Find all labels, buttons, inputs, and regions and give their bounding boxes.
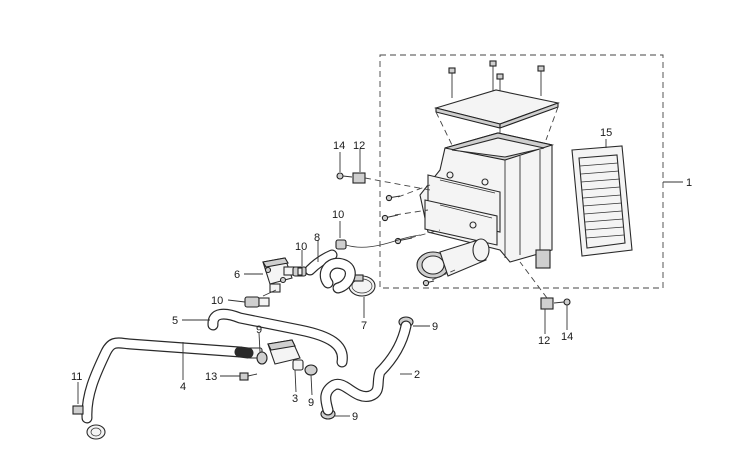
hose-clip-lower (304, 364, 318, 376)
screw-upper (336, 172, 353, 180)
assembly-boundary (379, 54, 664, 289)
clip-nut-upper (352, 172, 431, 191)
callout-15: 15 (600, 127, 612, 139)
callout-5: 5 (172, 315, 178, 327)
mount-bolt (239, 372, 258, 381)
callout-10-lower: 10 (211, 295, 223, 307)
callout-14-upper: 14 (333, 140, 345, 152)
callout-13: 13 (205, 371, 217, 383)
connector-hose (319, 257, 356, 294)
outlet-duct (416, 238, 490, 279)
drain-cap (72, 405, 106, 440)
callout-2: 2 (414, 369, 420, 381)
callout-9-upper: 9 (432, 321, 438, 333)
callout-10-upper: 10 (332, 209, 344, 221)
hose-clip-joint (256, 351, 268, 365)
short-hose (304, 249, 338, 276)
callout-6: 6 (234, 269, 240, 281)
callout-11: 11 (71, 371, 82, 383)
callout-3: 3 (292, 393, 298, 405)
callout-8: 8 (314, 232, 320, 244)
breather-hose-upper (207, 308, 348, 368)
leader-lines (77, 139, 683, 417)
breather-fitting-upper (335, 234, 421, 250)
check-valve-body (262, 257, 295, 293)
breather-hose-lower (320, 320, 412, 416)
drain-hose-long (81, 337, 246, 424)
air-box-assembly (381, 60, 561, 287)
callout-10-mid: 10 (295, 241, 307, 253)
callout-9-bottom: 9 (352, 411, 358, 423)
callout-14-lower: 14 (561, 331, 573, 343)
callout-9-joint: 9 (256, 324, 262, 336)
callout-1: 1 (686, 177, 692, 189)
hose-fitting-lower (244, 289, 277, 308)
air-box-lid (433, 89, 561, 125)
hose-fitting-mid (292, 266, 307, 277)
screw-lower (553, 298, 571, 306)
callout-9-lower: 9 (308, 397, 314, 409)
hose-joint (234, 339, 304, 371)
callout-4: 4 (180, 381, 186, 393)
air-filter-element (571, 145, 633, 257)
callout-12-lower: 12 (538, 335, 550, 347)
callout-12-upper: 12 (353, 140, 365, 152)
callout-labels: 1 2 3 4 5 6 7 8 9 9 9 9 10 10 10 11 12 1… (71, 127, 692, 423)
callout-7: 7 (361, 320, 367, 332)
lid-bolts (448, 60, 545, 102)
clip-nut-lower (519, 261, 554, 310)
